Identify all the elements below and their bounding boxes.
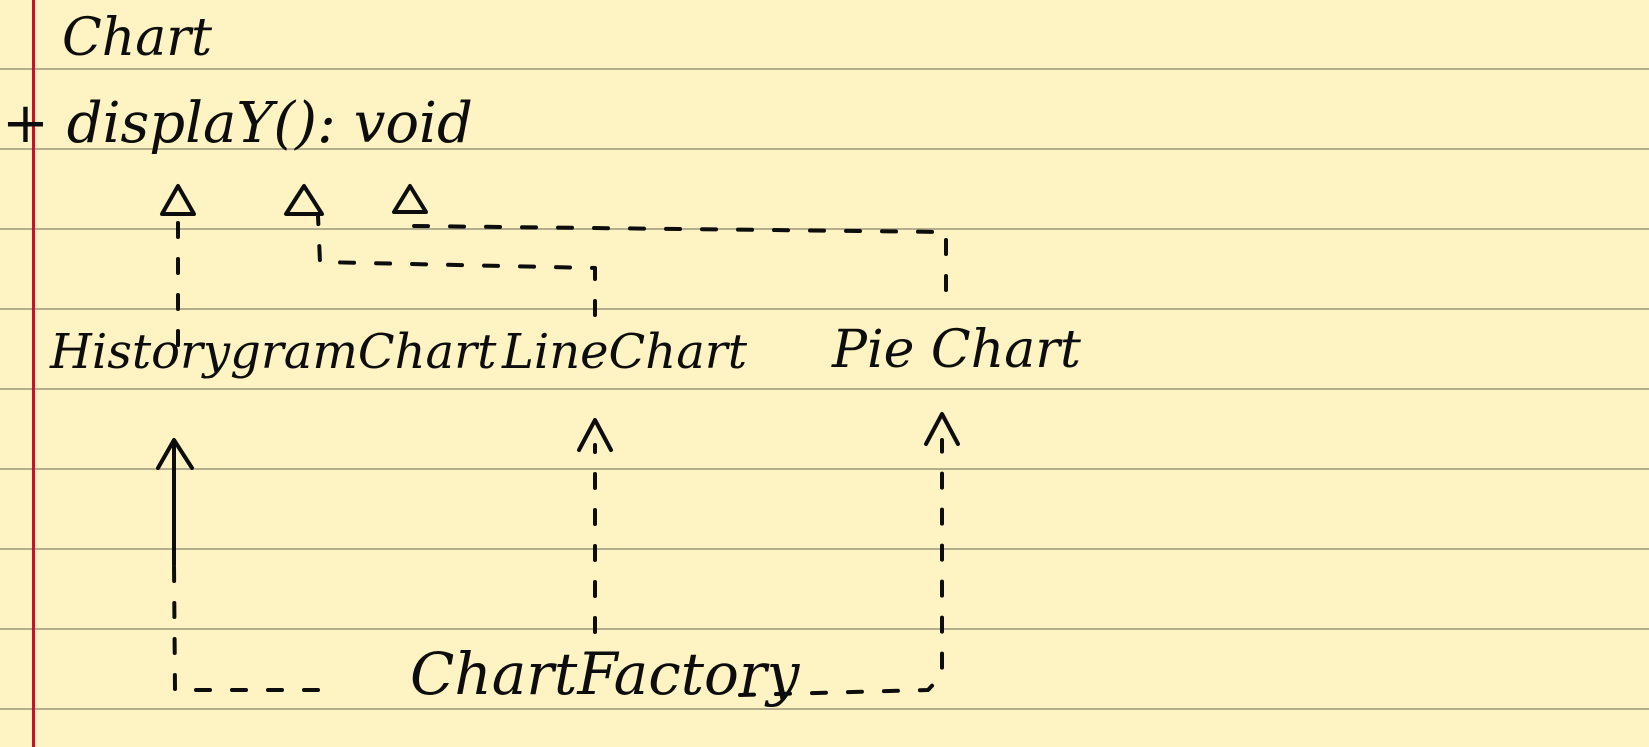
realization-line-pie-chart [410,214,948,292]
realization-arrowhead-histogram [160,184,196,216]
dependency-line-histogram [172,563,320,692]
realization-arrowhead-pie-chart [392,184,428,214]
dependency-arrowhead-pie-chart [924,412,960,446]
class-pie-chart: Pie Chart [832,320,1081,380]
class-histogram-chart: HistorygramChart [50,324,497,380]
interface-chart-name: Chart [62,8,213,68]
dependency-arrowhead-histogram [156,438,194,470]
realization-line-line-chart [316,214,597,317]
class-line-chart: LineChart [502,324,748,380]
class-chart-factory: ChartFactory [410,640,800,708]
interface-operation: + displaY(): void [2,91,473,156]
dependency-arrowhead-line-chart [577,418,613,452]
red-margin-line [32,0,35,747]
dependency-line-pie-chart [738,438,944,697]
realization-arrowhead-line-chart [284,184,324,216]
